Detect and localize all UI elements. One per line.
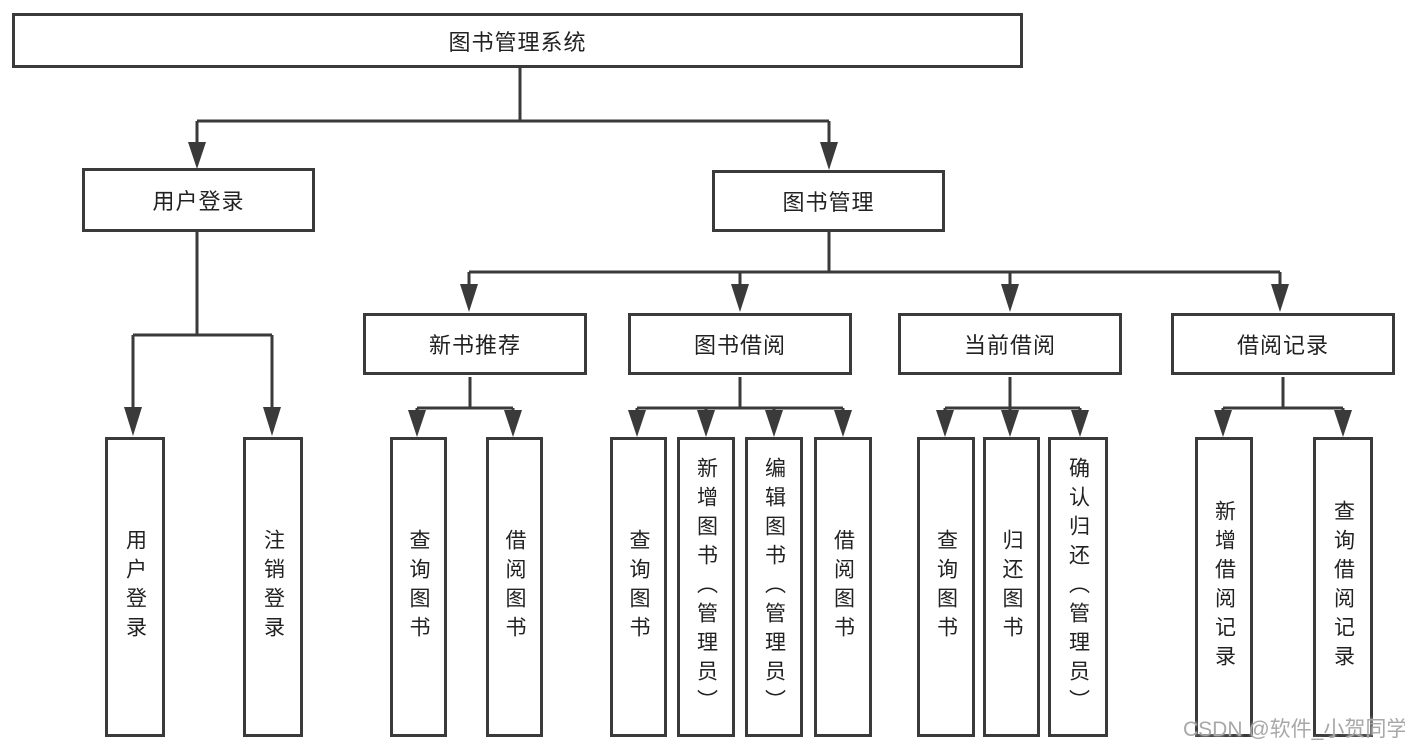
- leaf-add-book-admin: 新增图书（管理员）: [677, 437, 735, 737]
- leaf-confirm-return-admin: 确认归还（管理员）: [1048, 437, 1108, 737]
- node-label: 当前借阅: [963, 333, 1056, 358]
- node-label: 查询图书: [627, 529, 650, 645]
- node-library-management-system: 图书管理系统: [12, 13, 1023, 68]
- node-label: 确认归还（管理员）: [1066, 456, 1090, 718]
- node-label: 图书借阅: [693, 333, 786, 358]
- node-label: 编辑图书（管理员）: [762, 456, 786, 718]
- node-label: 新书推荐: [428, 333, 521, 358]
- leaf-add-borrow-record: 新增借阅记录: [1195, 437, 1253, 737]
- node-label: 归还图书: [1000, 529, 1023, 645]
- leaf-return-book: 归还图书: [983, 437, 1040, 737]
- node-label: 借阅记录: [1236, 333, 1329, 358]
- node-label: 新增图书（管理员）: [694, 456, 718, 718]
- leaf-query-borrow-record: 查询借阅记录: [1313, 437, 1373, 737]
- csdn-watermark: CSDN @软件_小贺同学: [1183, 718, 1405, 741]
- node-label: 查询借阅记录: [1331, 500, 1355, 674]
- leaf-edit-book-admin: 编辑图书（管理员）: [745, 437, 803, 737]
- node-label: 图书管理系统: [448, 29, 587, 55]
- node-book-management-module: 图书管理: [712, 170, 945, 232]
- node-label: 借阅图书: [503, 529, 526, 645]
- node-label: 新增借阅记录: [1212, 500, 1236, 674]
- node-label: 查询图书: [934, 529, 958, 645]
- leaf-logout: 注销登录: [243, 437, 303, 737]
- node-label: 用户登录: [123, 529, 147, 645]
- node-book-borrow: 图书借阅: [628, 313, 852, 375]
- node-label: 用户登录: [152, 189, 245, 214]
- node-label: 注销登录: [261, 529, 285, 645]
- node-user-login-module: 用户登录: [82, 168, 315, 232]
- node-label: 查询图书: [407, 529, 430, 645]
- leaf-user-login: 用户登录: [105, 437, 165, 737]
- node-label: 借阅图书: [831, 529, 855, 645]
- leaf-borrow-books-recommend: 借阅图书: [486, 437, 543, 737]
- leaf-query-books-current: 查询图书: [917, 437, 975, 737]
- node-borrow-records: 借阅记录: [1171, 313, 1395, 375]
- node-current-borrow: 当前借阅: [898, 313, 1122, 375]
- node-new-book-recommend: 新书推荐: [363, 313, 587, 375]
- leaf-query-books-borrow: 查询图书: [610, 437, 667, 737]
- node-label: 图书管理: [782, 190, 875, 215]
- leaf-borrow-book: 借阅图书: [814, 437, 872, 737]
- leaf-query-books-recommend: 查询图书: [390, 437, 447, 737]
